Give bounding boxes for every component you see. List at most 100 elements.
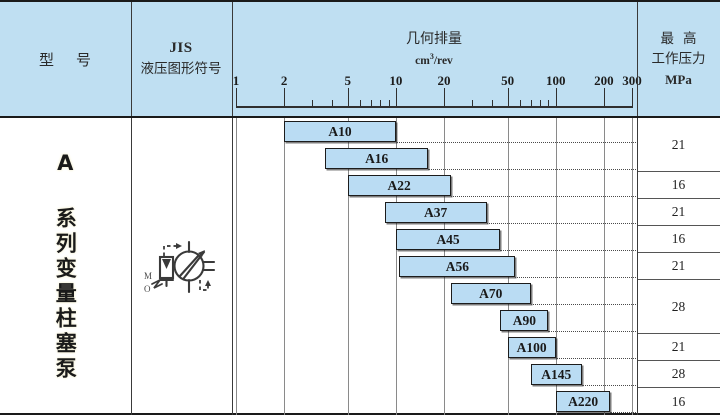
series-name-vertical-text: A 系列变量柱塞泵 xyxy=(53,151,78,382)
max-pressure-cell: 21 xyxy=(637,334,720,361)
chart-gridline-100 xyxy=(555,118,557,415)
variable-displacement-piston-pump-symbol-icon: M O xyxy=(142,230,220,304)
table-body: A 系列变量柱塞泵 xyxy=(0,118,720,415)
leader-line-a22 xyxy=(450,196,636,197)
axis-minor-tick xyxy=(312,100,314,108)
body-divider-3 xyxy=(636,118,638,415)
axis-tick-300 xyxy=(632,88,633,108)
header-cell-jis-symbol: JIS 液压图形符号 xyxy=(131,2,231,116)
leader-line-a220 xyxy=(610,412,636,413)
range-bar-a100: A100 xyxy=(507,337,556,358)
leader-line-a10 xyxy=(395,142,636,143)
header-model-label: 型号 xyxy=(38,50,113,69)
header-jis-label: JIS xyxy=(169,40,193,57)
range-bar-a10: A10 xyxy=(284,121,396,142)
leader-line-a145 xyxy=(581,385,636,386)
axis-baseline xyxy=(236,106,632,108)
axis-minor-tick xyxy=(548,100,550,108)
range-bar-a56: A56 xyxy=(399,256,516,277)
axis-label-200: 200 xyxy=(594,73,614,88)
axis-tick-20 xyxy=(443,88,445,108)
cell-series-name: A 系列变量柱塞泵 xyxy=(0,118,130,415)
axis-tick-1 xyxy=(236,88,237,108)
range-bar-a145: A145 xyxy=(530,364,582,385)
symbol-label-m: M xyxy=(144,271,152,281)
header-displacement-unit: cm3/rev xyxy=(232,52,636,67)
range-bar-a16: A16 xyxy=(324,148,429,169)
axis-minor-tick xyxy=(472,100,474,108)
axis-minor-tick xyxy=(492,100,494,108)
max-pressure-cell: 28 xyxy=(637,280,720,334)
header-displacement-title: 几何排量 xyxy=(406,31,462,47)
header-jis-sublabel: 液压图形符号 xyxy=(140,61,222,78)
leader-line-a70 xyxy=(530,304,636,305)
max-pressure-cell: 16 xyxy=(671,393,686,409)
chart-gridline-2 xyxy=(284,118,286,415)
leader-line-a100 xyxy=(555,358,636,359)
unit-base: cm xyxy=(415,54,430,67)
max-pressure-cell: 21 xyxy=(637,199,720,226)
axis-tick-2 xyxy=(284,88,286,108)
axis-minor-tick xyxy=(388,100,390,108)
range-bar-a90: A90 xyxy=(500,310,549,331)
axis-tick-200 xyxy=(603,88,605,108)
leader-line-a45 xyxy=(500,250,636,251)
axis-minor-tick xyxy=(360,100,362,108)
axis-label-10: 10 xyxy=(389,73,403,88)
axis-label-100: 100 xyxy=(545,73,566,88)
max-pressure-cell: 16 xyxy=(637,172,720,199)
axis-label-20: 20 xyxy=(437,73,451,88)
chart-gridline-1 xyxy=(236,118,237,415)
body-divider-1 xyxy=(130,118,132,415)
axis-label-50: 50 xyxy=(501,73,515,88)
axis-tick-10 xyxy=(395,88,397,108)
leader-line-a37 xyxy=(486,223,636,224)
axis-tick-5 xyxy=(347,88,349,108)
axis-tick-100 xyxy=(555,88,557,108)
table-header-row: 型号 JIS 液压图形符号 几何排量 cm3/rev 1 2 5 10 20 50 100 2… xyxy=(0,2,720,118)
header-pressure-line2: 工作压力 xyxy=(651,51,706,68)
max-pressure-cell: 21 xyxy=(637,118,720,172)
axis-label-2: 2 xyxy=(280,73,288,88)
max-pressure-cell: 28 xyxy=(637,361,720,388)
range-bar-a22: A22 xyxy=(347,175,451,196)
axis-minor-tick xyxy=(332,100,334,108)
axis-minor-tick xyxy=(530,100,532,108)
chart-gridline-10 xyxy=(395,118,397,415)
axis-label-5: 5 xyxy=(344,73,351,88)
range-bar-a37: A37 xyxy=(384,202,487,223)
header-divider-1 xyxy=(130,2,132,116)
leader-line-a56 xyxy=(515,277,636,278)
max-pressure-cell: 16 xyxy=(637,226,720,253)
axis-minor-tick xyxy=(380,100,382,108)
range-bar-a70: A70 xyxy=(450,283,531,304)
header-divider-2 xyxy=(231,2,233,116)
symbol-label-o: O xyxy=(144,284,151,294)
axis-minor-tick xyxy=(540,100,542,108)
header-pressure-line1: 最高 xyxy=(660,31,706,47)
body-divider-2 xyxy=(231,118,233,415)
range-bar-a220: A220 xyxy=(555,391,611,412)
chart-gridline-200 xyxy=(603,118,605,415)
range-bar-a45: A45 xyxy=(395,229,501,250)
header-pressure-unit: MPa xyxy=(665,71,692,87)
unit-exponent: 3 xyxy=(429,52,434,61)
axis-label-1: 1 xyxy=(232,73,240,88)
header-cell-model: 型号 xyxy=(0,2,130,116)
chart-gridline-5 xyxy=(347,118,349,415)
unit-rest: /rev xyxy=(433,54,453,67)
cell-jis-symbol: M O xyxy=(131,118,231,415)
header-cell-max-pressure: 最高 工作压力 MPa xyxy=(637,2,720,116)
chart-gridline-300 xyxy=(632,118,633,415)
header-divider-3 xyxy=(636,2,638,116)
leader-line-a90 xyxy=(548,331,636,332)
axis-minor-tick xyxy=(520,100,522,108)
axis-tick-50 xyxy=(507,88,509,108)
max-pressure-cell: 21 xyxy=(637,253,720,280)
axis-minor-tick xyxy=(371,100,373,108)
